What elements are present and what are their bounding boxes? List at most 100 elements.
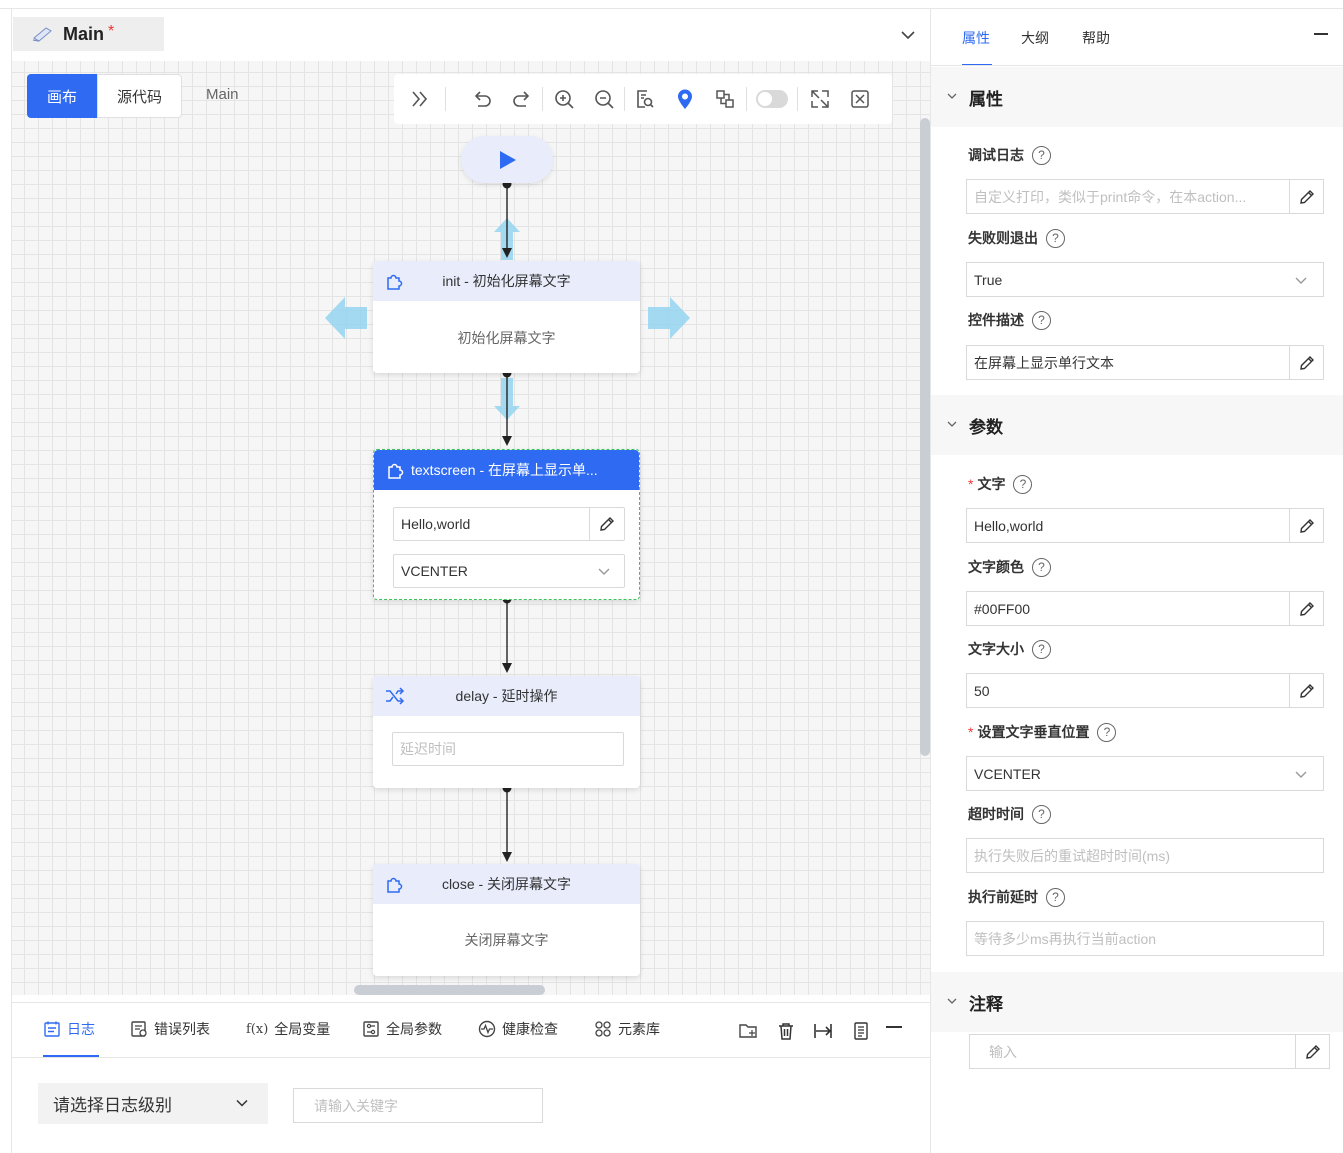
chevron-down-icon [236, 1099, 248, 1107]
help-icon[interactable]: ? [1046, 887, 1065, 907]
layout-icon[interactable] [711, 85, 739, 113]
edit-icon[interactable] [1295, 1035, 1329, 1068]
tab-health-check[interactable]: 健康检查 [478, 1018, 558, 1040]
comment-input[interactable]: 输入 [969, 1034, 1330, 1069]
plugin-icon [387, 877, 403, 893]
zoom-in-icon[interactable] [550, 85, 578, 113]
file-tab-main[interactable]: Main * [13, 17, 164, 51]
open-folder-icon[interactable] [736, 1019, 760, 1043]
toolbar-divider [624, 87, 625, 111]
trash-icon[interactable] [774, 1019, 798, 1043]
field-label-text: * 文字 ? [968, 474, 1033, 494]
tab-global-vars[interactable]: f(x) 全局变量 [246, 1018, 330, 1040]
fullscreen-icon[interactable] [806, 85, 834, 113]
flow-node-textscreen[interactable]: textscreen - 在屏幕上显示单... Hello,world VCEN… [373, 449, 640, 600]
help-icon[interactable]: ? [1032, 145, 1051, 165]
fit-width-icon[interactable] [811, 1019, 835, 1043]
error-list-icon [131, 1021, 147, 1037]
section-properties[interactable]: 属性 [931, 67, 1343, 127]
node-align-value: VCENTER [401, 563, 468, 579]
function-icon: f(x) [246, 1021, 269, 1037]
log-level-select[interactable]: 请选择日志级别 [38, 1083, 268, 1124]
required-mark: * [968, 724, 974, 740]
timeout-input[interactable]: 执行失败后的重试超时时间(ms) [966, 838, 1324, 873]
pre-delay-input[interactable]: 等待多少ms再执行当前action [966, 921, 1324, 956]
collapse-icon[interactable] [406, 85, 434, 113]
start-node[interactable] [461, 136, 553, 183]
text-size-input[interactable]: 50 [966, 673, 1324, 708]
edit-icon[interactable] [1289, 180, 1323, 213]
toolbar-divider [445, 87, 446, 111]
text-color-input[interactable]: #00FF00 [966, 591, 1324, 626]
plugin-icon [387, 274, 403, 290]
close-canvas-icon[interactable] [846, 85, 874, 113]
flow-node-delay[interactable]: delay - 延时操作 延迟时间 [373, 676, 640, 788]
modified-indicator: * [108, 23, 115, 40]
flow-node-close[interactable]: close - 关闭屏幕文字 关闭屏幕文字 [373, 864, 640, 976]
tab-chevron-down-icon[interactable] [898, 25, 918, 45]
breadcrumb[interactable]: Main [206, 86, 239, 103]
delay-time-input[interactable]: 延迟时间 [392, 732, 624, 766]
label-text: 文字 [977, 476, 1006, 492]
tab-element-library[interactable]: 元素库 [594, 1018, 660, 1040]
flow-canvas[interactable] [12, 61, 930, 995]
tab-element-library-label: 元素库 [618, 1021, 660, 1037]
section-title: 注释 [969, 994, 1003, 1014]
help-icon[interactable]: ? [1032, 557, 1051, 577]
help-icon[interactable]: ? [1046, 228, 1065, 248]
bottom-panel-divider [12, 1002, 930, 1003]
keyword-search-input[interactable]: 请输入关键字 [293, 1088, 543, 1123]
debug-log-input[interactable]: 自定义打印，类似于print命令，在本action... [966, 179, 1324, 214]
node-align-select[interactable]: VCENTER [393, 554, 625, 588]
section-comment[interactable]: 注释 [931, 972, 1343, 1032]
vertical-pos-select[interactable]: VCENTER [966, 756, 1324, 791]
help-icon[interactable]: ? [1032, 639, 1051, 659]
help-icon[interactable]: ? [1013, 474, 1033, 494]
source-code-view-button[interactable]: 源代码 [97, 74, 182, 118]
log-list-icon[interactable] [849, 1019, 873, 1043]
help-icon[interactable]: ? [1097, 722, 1117, 742]
find-icon[interactable] [631, 85, 659, 113]
locate-icon[interactable] [671, 85, 699, 113]
chevron-down-icon [947, 998, 957, 1004]
section-title: 参数 [969, 417, 1003, 437]
canvas-horizontal-scrollbar[interactable] [354, 985, 545, 995]
canvas-view-button[interactable]: 画布 [27, 74, 97, 118]
redo-icon[interactable] [508, 85, 536, 113]
text-color-value: #00FF00 [974, 600, 1031, 617]
debug-log-placeholder: 自定义打印，类似于print命令，在本action... [974, 188, 1247, 205]
play-icon [500, 150, 516, 169]
edit-icon[interactable] [589, 508, 624, 540]
help-icon[interactable]: ? [1032, 310, 1051, 330]
edit-icon[interactable] [1289, 346, 1323, 379]
exit-on-fail-select[interactable]: True [966, 262, 1324, 297]
flow-node-init[interactable]: init - 初始化屏幕文字 初始化屏幕文字 [373, 261, 640, 373]
minimize-panel-icon[interactable] [1314, 33, 1328, 35]
toolbar-divider [746, 87, 747, 111]
edit-icon[interactable] [1289, 509, 1323, 542]
edit-icon[interactable] [1289, 674, 1323, 707]
tab-error-list[interactable]: 错误列表 [130, 1018, 210, 1040]
edit-icon[interactable] [1289, 592, 1323, 625]
text-input[interactable]: Hello,world [966, 508, 1324, 543]
tab-outline[interactable]: 大纲 [1021, 30, 1049, 46]
minimize-bottom-icon[interactable] [886, 1026, 902, 1028]
node-description: 关闭屏幕文字 [464, 932, 549, 948]
node-title: delay - 延时操作 [455, 688, 558, 704]
tab-properties[interactable]: 属性 [962, 30, 990, 46]
node-title: init - 初始化屏幕文字 [442, 273, 571, 289]
toggle-switch[interactable] [756, 90, 788, 108]
delay-placeholder: 延迟时间 [400, 741, 456, 757]
control-desc-input[interactable]: 在屏幕上显示单行文本 [966, 345, 1324, 380]
keyword-placeholder: 请输入关键字 [314, 1097, 398, 1114]
zoom-out-icon[interactable] [590, 85, 618, 113]
undo-icon[interactable] [468, 85, 496, 113]
chevron-down-icon [1295, 771, 1307, 778]
canvas-vertical-scrollbar[interactable] [920, 118, 930, 756]
tab-help[interactable]: 帮助 [1082, 30, 1110, 46]
help-icon[interactable]: ? [1032, 804, 1051, 824]
tab-log[interactable]: 日志 [43, 1018, 95, 1040]
node-text-input[interactable]: Hello,world [393, 507, 625, 541]
tab-global-params[interactable]: 全局参数 [362, 1018, 442, 1040]
section-params[interactable]: 参数 [931, 395, 1343, 455]
